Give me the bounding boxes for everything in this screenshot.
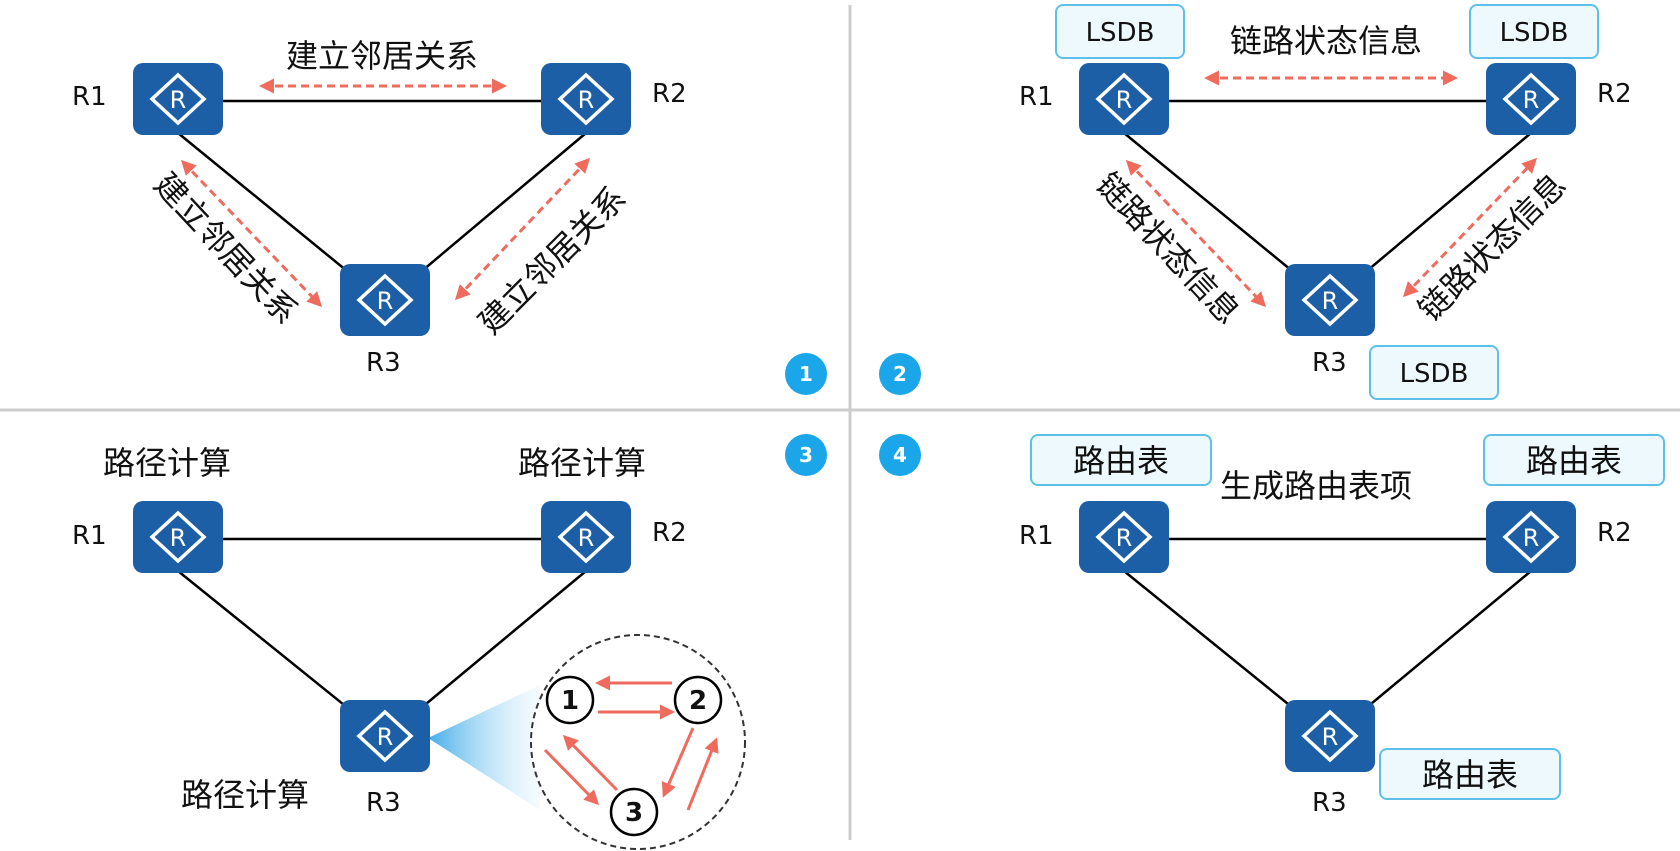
router-icon-r1	[131, 61, 225, 137]
step-badge-2-text: 2	[893, 362, 907, 386]
routing-table-label-r1: 路由表	[1073, 442, 1169, 480]
router-label-r3: R3	[366, 348, 401, 378]
calc-label-r3: 路径计算	[181, 776, 309, 814]
lsdb-box-r2	[1469, 4, 1599, 59]
lsdb-label-r2: LSDB	[1500, 18, 1569, 48]
step-badge-3-text: 3	[799, 443, 813, 467]
lsdb-label-r1: LSDB	[1086, 18, 1155, 48]
panel-4-routing-table: R1 R2 R3 生成路由表项 路由表 路由表 路由表 4	[879, 434, 1665, 818]
step-badge-1	[785, 353, 827, 395]
router-label-r1: R1	[1019, 82, 1054, 112]
spf-node-1-label: 1	[561, 686, 579, 716]
zoom-beam	[428, 685, 540, 810]
spf-node-3-label: 3	[625, 798, 643, 828]
router-label-r2: R2	[652, 79, 687, 109]
neighbor-label-left: 建立邻居关系	[147, 165, 306, 331]
lsa-arrow-left	[1125, 159, 1267, 308]
router-icon-r2	[1484, 61, 1578, 137]
routing-table-box-r3	[1379, 748, 1561, 800]
neighbor-arrow-right	[454, 157, 591, 301]
neighbor-arrow-left	[180, 159, 323, 308]
step-badge-3	[785, 434, 827, 476]
panel-2-lsa-exchange: R1 R2 R3 链路状态信息 链路状态信息 链路状态信息 LSDB LSDB …	[879, 4, 1632, 400]
router-label-r3: R3	[366, 788, 401, 818]
router-label-r3: R3	[1312, 348, 1347, 378]
router-label-r1: R1	[72, 82, 107, 112]
neighbor-label-right: 建立邻居关系	[471, 179, 634, 342]
routing-table-box-r2	[1483, 434, 1665, 486]
panel-3-path-calculation: R1 R2 R3 路径计算 路径计算 路径计算 1 2 3 3	[72, 434, 827, 850]
lsa-label-left: 链路状态信息	[1089, 165, 1248, 331]
router-label-r2: R2	[1597, 79, 1632, 109]
routing-table-label-r3: 路由表	[1422, 756, 1518, 794]
router-icon-r3	[338, 262, 432, 338]
step-badge-2	[879, 353, 921, 395]
router-label-r2: R2	[652, 518, 687, 548]
router-icon-r1	[131, 499, 225, 575]
spf-node-2	[673, 675, 723, 725]
calc-label-r1: 路径计算	[103, 444, 231, 482]
router-icon-r2	[539, 499, 633, 575]
step-badge-4	[879, 434, 921, 476]
lsdb-label-r3: LSDB	[1400, 359, 1469, 389]
lsdb-box-r3	[1369, 345, 1499, 400]
step-badge-4-text: 4	[893, 443, 907, 467]
neighbor-label-top: 建立邻居关系	[286, 37, 478, 75]
router-label-r1: R1	[72, 521, 107, 551]
router-icon-r3	[1283, 698, 1377, 774]
router-icon-r3	[338, 698, 432, 774]
spf-node-3	[609, 787, 659, 837]
routing-table-label-r2: 路由表	[1526, 442, 1622, 480]
lsdb-box-r1	[1055, 4, 1185, 59]
spf-node-2-label: 2	[689, 686, 707, 716]
lsa-label-right: 链路状态信息	[1411, 166, 1574, 329]
router-icon-r1	[1077, 499, 1171, 575]
step-badge-1-text: 1	[799, 362, 813, 386]
router-icon-r3	[1283, 262, 1377, 338]
router-icon-r1	[1077, 61, 1171, 137]
lsa-label-top: 链路状态信息	[1230, 22, 1422, 60]
spf-node-1	[545, 675, 595, 725]
panel-1-neighbor-setup: R1 R2 R3 建立邻居关系 建立邻居关系 建立邻居关系 1	[72, 37, 827, 395]
route-gen-label: 生成路由表项	[1220, 467, 1412, 505]
router-icon-r2	[1484, 499, 1578, 575]
router-label-r2: R2	[1597, 518, 1632, 548]
router-label-r3: R3	[1312, 788, 1347, 818]
routing-table-box-r1	[1030, 434, 1212, 486]
router-icon-r2	[539, 61, 633, 137]
lsa-arrow-right	[1402, 157, 1538, 298]
router-label-r1: R1	[1019, 521, 1054, 551]
calc-label-r2: 路径计算	[518, 444, 646, 482]
